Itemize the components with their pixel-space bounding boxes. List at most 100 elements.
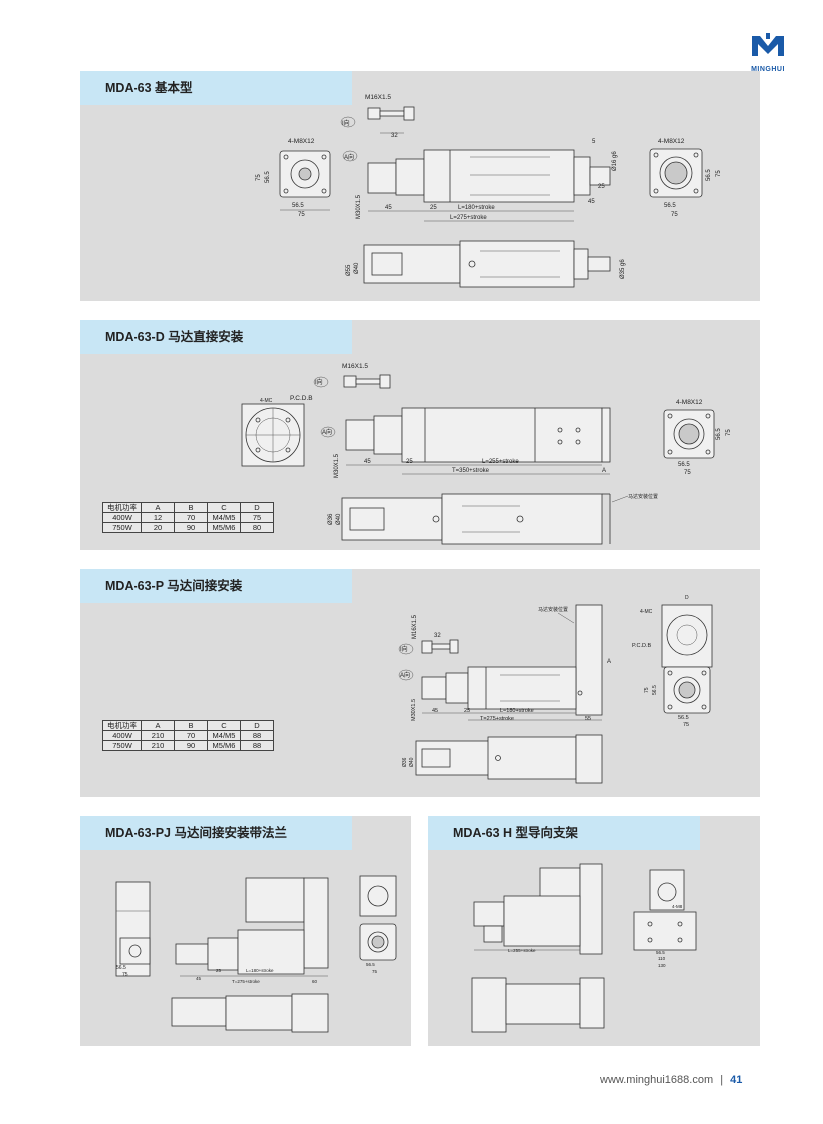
svg-text:M16X1.5: M16X1.5 — [342, 363, 368, 370]
panel-guide: MDA-63 H 型导向支架 L=255+stroke 4-M8 56.5 11… — [428, 816, 760, 1046]
svg-text:75: 75 — [684, 470, 691, 476]
svg-text:Ø36: Ø36 — [402, 757, 408, 767]
svg-text:45: 45 — [588, 199, 595, 205]
svg-text:Ø35 g6: Ø35 g6 — [620, 259, 626, 279]
svg-text:D: D — [685, 595, 689, 601]
svg-text:4-M8: 4-M8 — [672, 904, 683, 909]
svg-text:M30X1.5: M30X1.5 — [356, 194, 362, 219]
svg-text:56.5: 56.5 — [678, 715, 689, 721]
svg-text:32: 32 — [434, 633, 441, 639]
svg-text:Ø55: Ø55 — [346, 264, 352, 276]
svg-text:56.5: 56.5 — [366, 962, 375, 967]
svg-text:5: 5 — [592, 139, 596, 145]
svg-text:M16X1.5: M16X1.5 — [412, 614, 418, 639]
svg-text:Ø16 g6: Ø16 g6 — [612, 151, 618, 171]
brand-name: MINGHUI — [751, 66, 785, 73]
svg-text:I向: I向 — [400, 645, 408, 653]
svg-text:P.C.D.B: P.C.D.B — [290, 395, 313, 402]
svg-text:T=275+stroke: T=275+stroke — [480, 716, 514, 722]
svg-text:45: 45 — [196, 976, 202, 981]
svg-text:4-M8X12: 4-M8X12 — [658, 138, 685, 145]
svg-text:45: 45 — [432, 708, 438, 714]
svg-text:Ø40: Ø40 — [336, 513, 342, 525]
svg-text:T=350+stroke: T=350+stroke — [452, 468, 490, 474]
svg-text:L=255+stroke: L=255+stroke — [482, 459, 519, 465]
svg-text:60: 60 — [312, 979, 318, 984]
svg-text:Ø40: Ø40 — [354, 262, 360, 274]
panel-title: MDA-63 H 型导向支架 — [428, 816, 700, 850]
svg-text:Ø40: Ø40 — [409, 757, 415, 767]
page-footer: www.minghui1688.com | 41 — [600, 1074, 742, 1086]
svg-text:75: 75 — [644, 687, 650, 693]
drawing-direct: I向 M16X1.5 4-MC P.C.D.B A向 M30X1.5 45 25… — [241, 363, 732, 545]
panel-title: MDA-63-D 马达直接安装 — [80, 320, 352, 354]
svg-text:75: 75 — [716, 170, 722, 177]
svg-text:马达安装位置: 马达安装位置 — [538, 606, 568, 613]
svg-text:25: 25 — [406, 459, 413, 465]
svg-text:I向: I向 — [315, 378, 323, 386]
svg-text:75: 75 — [256, 174, 262, 181]
svg-text:32: 32 — [391, 133, 398, 139]
svg-text:110: 110 — [658, 956, 666, 961]
svg-text:马达安装位置: 马达安装位置 — [628, 493, 658, 500]
svg-text:M16X1.5: M16X1.5 — [365, 94, 391, 101]
svg-text:P.C.D.B: P.C.D.B — [632, 643, 651, 649]
panel-direct: MDA-63-D 马达直接安装 I向 M16X1.5 4-MC P.C.D.B … — [80, 320, 760, 550]
svg-text:45: 45 — [385, 205, 392, 211]
brand-logo: MINGHUI — [738, 30, 798, 73]
svg-text:75: 75 — [726, 429, 732, 436]
svg-text:4-MC: 4-MC — [260, 398, 273, 404]
svg-text:L=180+stroke: L=180+stroke — [458, 205, 495, 211]
svg-text:A: A — [602, 468, 606, 474]
drawing-flange: 56.5 75 45 25 L=180+stroke T=275+stroke … — [115, 875, 397, 1033]
svg-text:4-M8X12: 4-M8X12 — [676, 399, 703, 406]
svg-text:75: 75 — [683, 722, 689, 728]
svg-text:25: 25 — [216, 968, 222, 973]
svg-text:56.5: 56.5 — [116, 965, 126, 971]
logo-mark-icon — [752, 33, 784, 56]
svg-text:56.5: 56.5 — [664, 203, 676, 209]
svg-text:I向: I向 — [342, 119, 350, 127]
svg-text:M30X1.5: M30X1.5 — [334, 453, 340, 478]
svg-text:56.5: 56.5 — [292, 203, 304, 209]
svg-text:T=275+stroke: T=275+stroke — [232, 979, 260, 984]
panel-basic: MDA-63 基本型 I向 M16X1.5 32 4-M8X12 75 56.5… — [80, 71, 760, 301]
svg-text:56.5: 56.5 — [678, 462, 690, 468]
svg-text:L=255+stroke: L=255+stroke — [508, 948, 536, 953]
svg-text:25: 25 — [430, 205, 437, 211]
svg-text:75: 75 — [122, 972, 128, 978]
drawing-indirect: 马达安装位置 A M16X1.5 I向 32 A向 M30X1.5 45 25 … — [398, 595, 713, 784]
svg-text:A向: A向 — [400, 671, 410, 679]
svg-text:25: 25 — [464, 708, 470, 714]
page-number: 41 — [730, 1074, 743, 1086]
svg-text:A向: A向 — [322, 428, 332, 436]
svg-text:A: A — [607, 659, 611, 665]
svg-text:M30X1.5: M30X1.5 — [411, 699, 417, 721]
svg-text:25: 25 — [598, 184, 605, 190]
footer-url[interactable]: www.minghui1688.com — [600, 1074, 714, 1086]
svg-text:L=275+stroke: L=275+stroke — [450, 215, 487, 221]
drawing-guide: L=255+stroke 4-M8 56.5 110 130 — [471, 863, 697, 1033]
svg-text:4-M8X12: 4-M8X12 — [288, 138, 315, 145]
footer-separator: | — [720, 1074, 724, 1086]
svg-text:56.5: 56.5 — [656, 950, 665, 955]
svg-text:75: 75 — [671, 212, 678, 218]
svg-text:45: 45 — [364, 459, 371, 465]
panel-title: MDA-63-P 马达间接安装 — [80, 569, 352, 603]
drawing-basic: I向 M16X1.5 32 4-M8X12 75 56.5 56.5 75 A向… — [256, 94, 722, 288]
svg-text:A向: A向 — [344, 153, 354, 161]
panel-indirect: MDA-63-P 马达间接安装 马达安装位置 A M16X1.5 I向 32 A… — [80, 569, 760, 797]
svg-text:75: 75 — [298, 212, 305, 218]
svg-text:L=180+stroke: L=180+stroke — [246, 968, 274, 973]
svg-text:Ø36: Ø36 — [328, 513, 334, 525]
svg-text:56.5: 56.5 — [265, 171, 271, 183]
svg-text:130: 130 — [658, 963, 666, 968]
svg-text:56.5: 56.5 — [716, 428, 722, 440]
